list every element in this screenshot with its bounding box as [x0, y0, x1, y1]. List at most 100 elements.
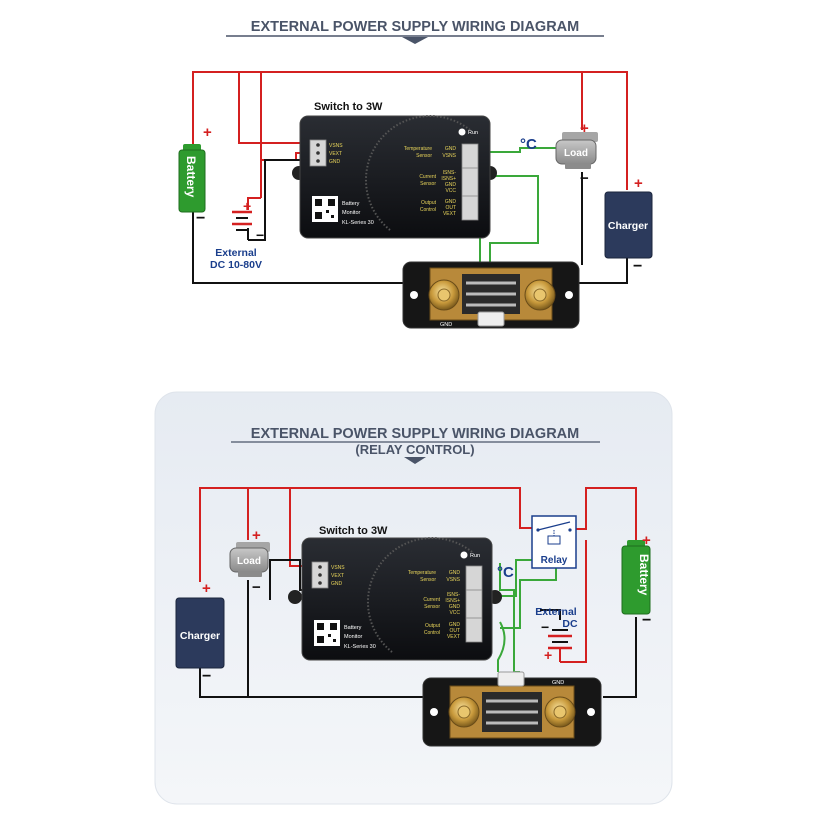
top-ext-label-2: DC 10-80V	[210, 259, 262, 271]
top-current-pin-2: ISNS+	[441, 176, 456, 182]
top-load: Load + −	[555, 120, 598, 187]
top-current-pin-4: VCC	[445, 188, 456, 194]
bottom-output-pin-1: GND	[449, 622, 461, 628]
bottom-ext-plus: +	[544, 647, 552, 663]
top-load-label: Load	[564, 148, 588, 159]
bottom-temp-pin-vsns: VSNS	[446, 577, 460, 583]
top-charger-label: Charger	[608, 220, 648, 232]
bottom-load-label: Load	[237, 556, 261, 567]
bottom-ext-minus: −	[541, 619, 549, 635]
bottom-temp-label-2: Sensor	[420, 577, 436, 583]
top-pin-vsns: VSNS	[329, 143, 343, 149]
top-battery: Battery + −	[178, 124, 212, 227]
top-current-label-1: Current	[419, 174, 436, 180]
top-title-arrow	[402, 37, 428, 44]
bottom-run-label: Run	[470, 553, 480, 559]
bottom-diagram: EXTERNAL POWER SUPPLY WIRING DIAGRAM (RE…	[154, 391, 673, 805]
bottom-relay-label: Relay	[541, 555, 568, 566]
bottom-shunt: GND	[422, 671, 602, 747]
bottom-load: Load + −	[229, 527, 270, 596]
bottom-current-label-2: Sensor	[424, 604, 440, 610]
top-output-pin-2: OUT	[445, 205, 456, 211]
top-battery-minus: −	[196, 210, 205, 227]
bottom-shunt-gnd: GND	[552, 680, 564, 686]
bottom-title: EXTERNAL POWER SUPPLY WIRING DIAGRAM	[251, 426, 579, 442]
top-monitor-name-2: Monitor	[342, 210, 361, 216]
top-series: KL-Series 30	[342, 220, 374, 226]
top-output-pin-1: GND	[445, 199, 457, 205]
bottom-battery-minus: −	[642, 612, 651, 629]
bottom-pin-vext: VEXT	[331, 573, 344, 579]
top-load-plus: +	[580, 120, 589, 137]
top-current-pin-1: ISNS-	[443, 170, 457, 176]
top-battery-monitor: Run VSNS VEXT GND Battery Monitor KL-Ser…	[292, 115, 497, 239]
bottom-battery-monitor: Run VSNS VEXT GND Battery Monitor KL-Ser…	[288, 537, 502, 661]
bottom-temp-label-1: Temperature	[408, 570, 436, 576]
bottom-charger-plus: +	[202, 580, 211, 597]
bottom-temp-pin-gnd: GND	[449, 570, 461, 576]
bottom-charger: Charger + −	[175, 580, 225, 685]
bottom-celsius: °C	[497, 564, 514, 581]
bottom-relay: Relay	[531, 515, 577, 569]
top-temp-pin-vsns: VSNS	[442, 153, 456, 159]
top-switch-label: Switch to 3W	[314, 101, 383, 113]
bottom-title-arrow	[404, 457, 426, 464]
bottom-battery-label: Battery	[637, 554, 651, 596]
top-pin-vext: VEXT	[329, 151, 342, 157]
top-pin-gnd: GND	[329, 159, 341, 165]
top-temp-label-2: Sensor	[416, 153, 432, 159]
bottom-battery-plus: +	[642, 532, 651, 549]
top-run-label: Run	[468, 130, 478, 136]
top-output-pin-3: VEXT	[443, 211, 456, 217]
bottom-current-pin-2: ISNS+	[445, 598, 460, 604]
top-charger-minus: −	[633, 258, 642, 275]
top-temp-pin-gnd: GND	[445, 146, 457, 152]
bottom-ext-label-1: External	[535, 606, 577, 618]
top-charger: Charger + −	[604, 175, 653, 275]
bottom-ext-label-2: DC	[562, 618, 578, 630]
bottom-current-pin-4: VCC	[449, 610, 460, 616]
bottom-load-plus: +	[252, 527, 261, 544]
top-temp-label-1: Temperature	[404, 146, 432, 152]
top-title: EXTERNAL POWER SUPPLY WIRING DIAGRAM	[251, 19, 579, 35]
top-external-dc: + − External DC 10-80V	[210, 198, 264, 271]
bottom-output-pin-2: OUT	[449, 628, 460, 634]
bottom-switch-label: Switch to 3W	[319, 525, 388, 537]
top-current-label-2: Sensor	[420, 181, 436, 187]
top-ext-plus: +	[243, 198, 251, 214]
top-shunt-gnd: GND	[440, 322, 452, 328]
top-charger-plus: +	[634, 175, 643, 192]
top-ext-minus: −	[256, 227, 264, 243]
bottom-current-pin-1: ISNS-	[447, 592, 461, 598]
top-battery-plus: +	[203, 124, 212, 141]
bottom-pin-gnd: GND	[331, 581, 343, 587]
top-black-wires	[192, 159, 628, 284]
top-ext-label-1: External	[215, 247, 257, 259]
top-red-wires	[192, 71, 628, 210]
bottom-series: KL-Series 30	[344, 644, 376, 650]
bottom-charger-minus: −	[202, 668, 211, 685]
bottom-current-pin-3: GND	[449, 604, 461, 610]
bottom-output-label-2: Control	[424, 630, 440, 636]
top-diagram: EXTERNAL POWER SUPPLY WIRING DIAGRAM	[178, 19, 653, 329]
top-output-label-2: Control	[420, 207, 436, 213]
top-shunt: GND	[402, 261, 580, 329]
bottom-output-pin-3: VEXT	[447, 634, 460, 640]
bottom-pin-vsns: VSNS	[331, 565, 345, 571]
top-celsius: °C	[520, 136, 537, 153]
bottom-charger-label: Charger	[180, 630, 220, 642]
bottom-load-minus: −	[252, 579, 261, 596]
bottom-monitor-name-1: Battery	[344, 625, 362, 631]
bottom-output-label-1: Output	[425, 623, 441, 629]
bottom-monitor-name-2: Monitor	[344, 634, 363, 640]
bottom-current-label-1: Current	[423, 597, 440, 603]
top-output-label-1: Output	[421, 200, 437, 206]
top-load-minus: −	[580, 170, 589, 187]
top-monitor-name-1: Battery	[342, 201, 360, 207]
bottom-red-wires	[199, 487, 637, 663]
bottom-external-dc: External DC − +	[535, 606, 578, 663]
top-battery-label: Battery	[184, 156, 198, 198]
top-current-pin-3: GND	[445, 182, 457, 188]
bottom-battery: Battery + −	[621, 532, 651, 629]
